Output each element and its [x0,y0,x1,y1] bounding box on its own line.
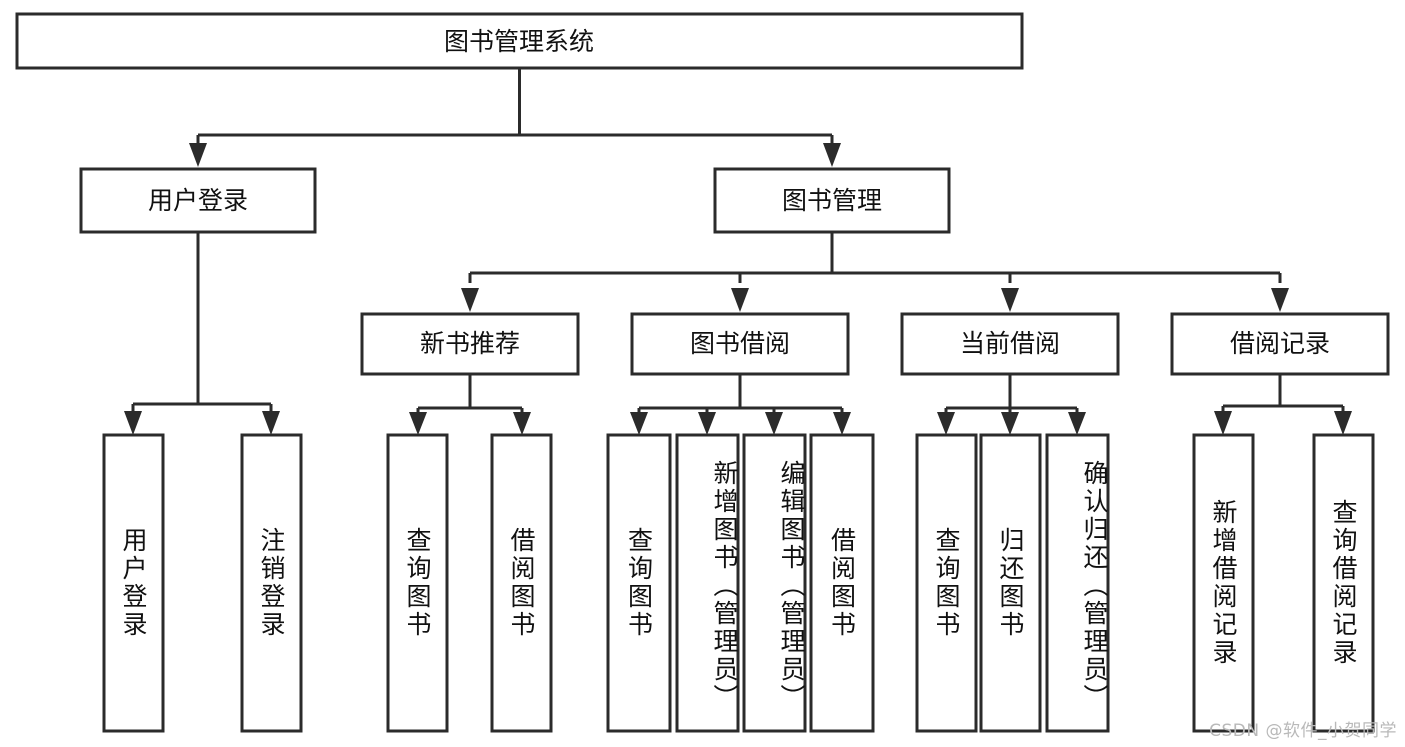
node-root-label: 图书管理系统 [444,27,594,56]
leaf-box-record-0[interactable] [1192,433,1255,733]
node-book-management[interactable]: 图书管理 [713,167,951,234]
leaf-box-user-login-1[interactable] [240,433,303,733]
leaf-box-current-0[interactable] [915,433,978,733]
connector-record-to-leaves [1214,374,1352,435]
leaf-box-borrow-0[interactable] [606,433,672,733]
connector-borrow-to-leaves [630,374,851,435]
node-book-management-label: 图书管理 [782,186,882,215]
watermark-text: CSDN @软件_小贺同学 [1209,721,1397,741]
connector-bookmgmt-to-level3 [461,232,1289,312]
node-new-book-recommend[interactable]: 新书推荐 [360,312,580,376]
leaf-box-current-2[interactable] [1045,433,1110,733]
connector-root-to-level2 [189,68,841,167]
leaf-box-user-login-0[interactable] [102,433,165,733]
node-user-login[interactable]: 用户登录 [79,167,317,234]
node-root-system[interactable]: 图书管理系统 [15,12,1024,70]
node-book-borrow-label: 图书借阅 [690,329,790,358]
connector-newbook-to-leaves [409,374,531,435]
leaf-box-newbook-0[interactable] [386,433,449,733]
connector-current-to-leaves [937,374,1086,435]
leaf-box-current-1[interactable] [979,433,1042,733]
leaf-box-borrow-1[interactable] [675,433,740,733]
node-user-login-label: 用户登录 [148,186,248,215]
leaf-box-borrow-3[interactable] [809,433,875,733]
leaf-box-newbook-1[interactable] [490,433,553,733]
connector-userlogin-to-leaves [124,232,280,435]
node-current-borrow-label: 当前借阅 [960,329,1060,358]
node-current-borrow[interactable]: 当前借阅 [900,312,1120,376]
node-new-book-recommend-label: 新书推荐 [420,329,520,358]
node-borrow-record-label: 借阅记录 [1230,329,1330,358]
leaf-box-record-1[interactable] [1312,433,1375,733]
leaf-box-borrow-2[interactable] [742,433,807,733]
node-book-borrow[interactable]: 图书借阅 [630,312,850,376]
node-borrow-record[interactable]: 借阅记录 [1170,312,1390,376]
